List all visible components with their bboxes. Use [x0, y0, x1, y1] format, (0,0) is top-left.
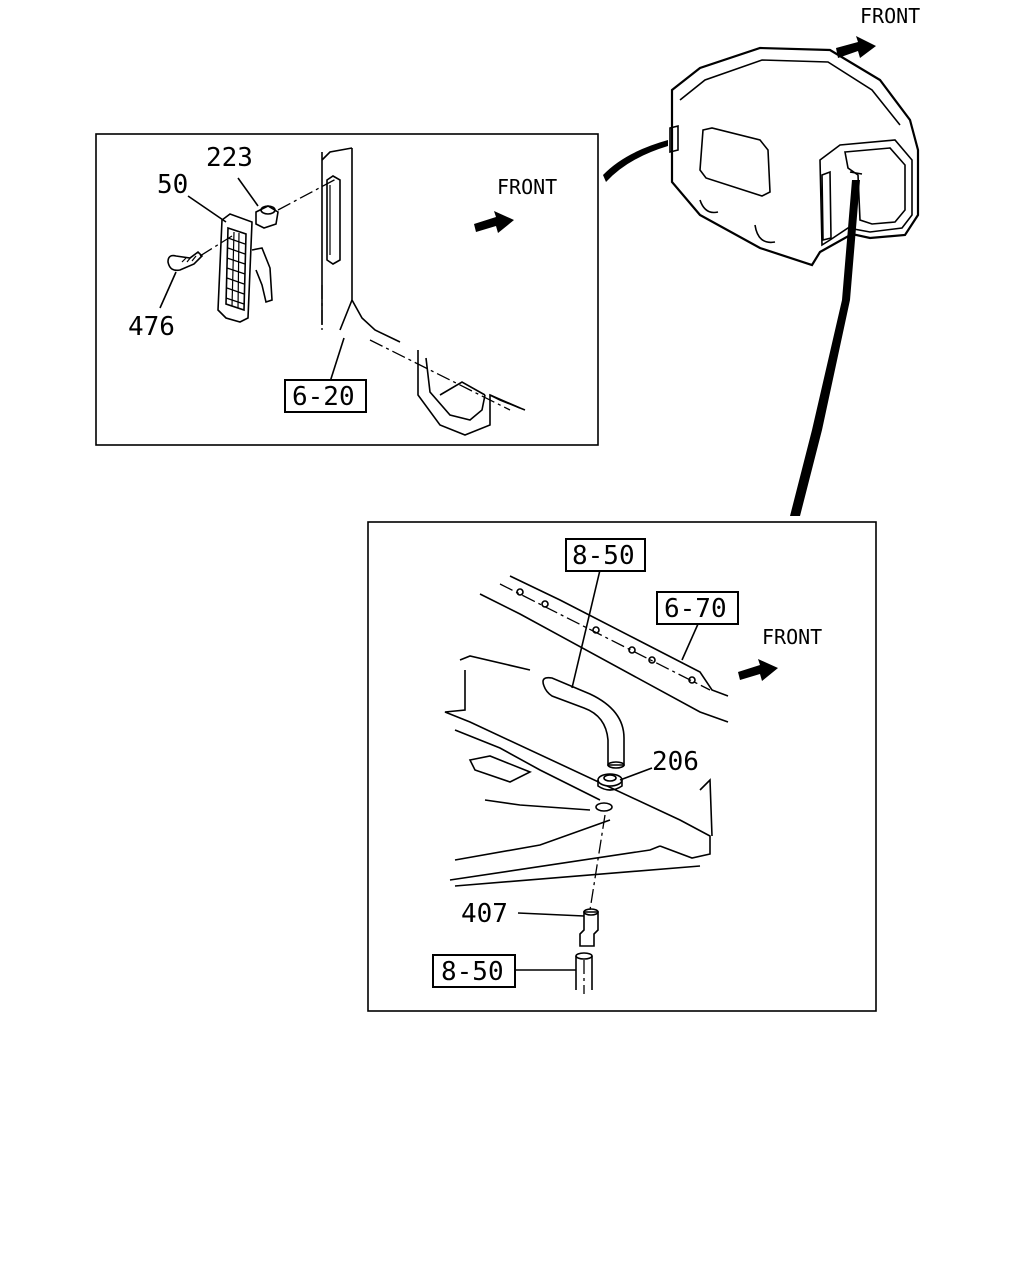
- callout-476: 476: [128, 312, 175, 342]
- ref-box-6-70: [656, 591, 739, 625]
- ref-6-20: 6-20: [292, 382, 355, 412]
- callout-407: 407: [461, 899, 508, 929]
- leader-lower-detail: [790, 180, 860, 516]
- ref-6-70: 6-70: [664, 594, 727, 624]
- lower-detail-box: 8-50 6-70 206 407 8-50 FRONT: [367, 521, 877, 1012]
- callout-206: 206: [652, 747, 699, 777]
- ref-box-8-50-bottom: [432, 954, 516, 988]
- front-label-upper: FRONT: [497, 175, 557, 199]
- ref-box-6-20: [284, 379, 367, 413]
- front-label-lower: FRONT: [762, 625, 822, 649]
- callout-223: 223: [206, 143, 253, 173]
- upper-detail-box: 223 50 476 6-20 FRONT: [95, 133, 599, 446]
- ref-box-8-50-top: [565, 538, 646, 572]
- leader-upper-detail: [603, 140, 668, 182]
- callout-50: 50: [157, 170, 188, 200]
- front-arrow-top: FRONT: [836, 4, 920, 58]
- ref-8-50-bottom: 8-50: [441, 957, 504, 987]
- cab-overview: [669, 46, 920, 267]
- ref-8-50-top: 8-50: [572, 541, 635, 571]
- front-label-top: FRONT: [860, 4, 920, 28]
